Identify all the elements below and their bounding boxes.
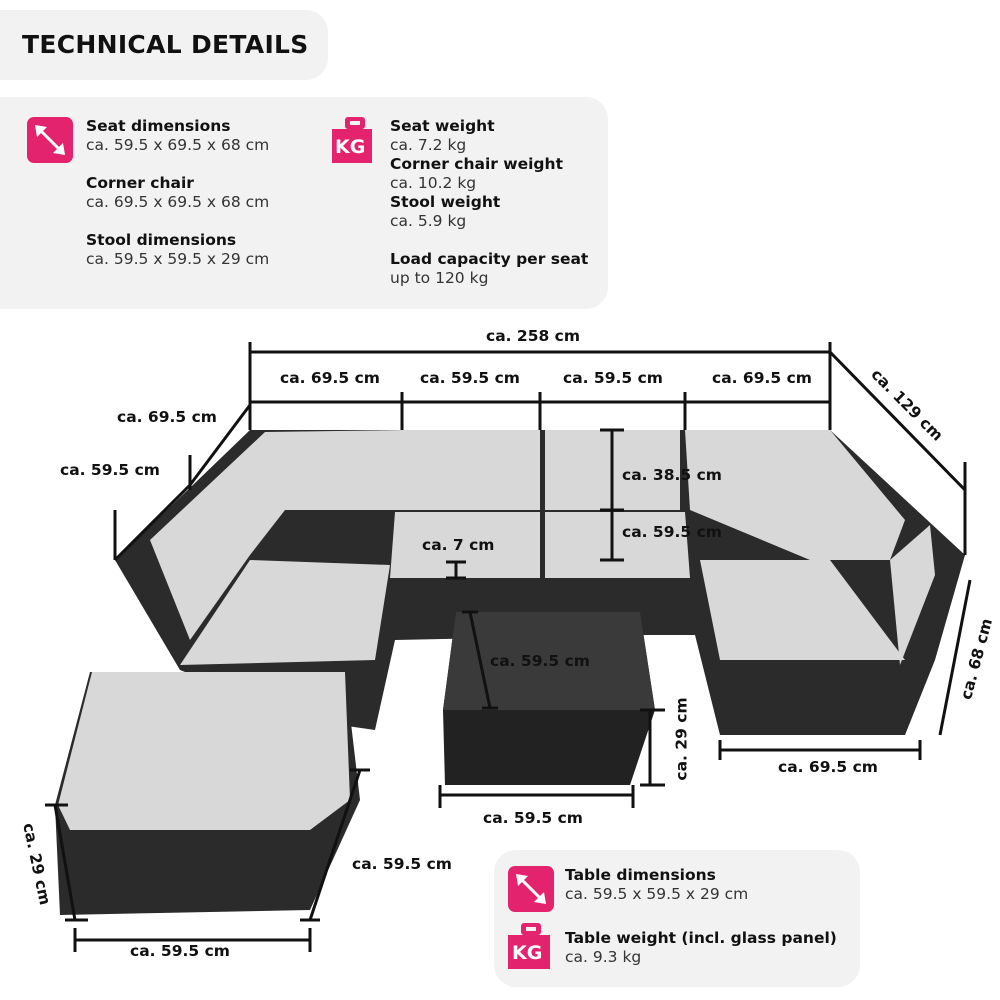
dim-seat-depth: ca. 59.5 cm: [622, 523, 722, 541]
page-title: TECHNICAL DETAILS: [22, 30, 309, 59]
spec-label: Stool weight: [390, 193, 501, 211]
spec-value: ca. 5.9 kg: [390, 212, 467, 230]
spec-label: Load capacity per seat: [390, 250, 589, 268]
spec-table-weight: Table weight (incl. glass panel)ca. 9.3 …: [565, 929, 837, 967]
spec-value: ca. 9.3 kg: [565, 948, 642, 966]
spec-label: Seat dimensions: [86, 117, 231, 135]
dimension-lines: [45, 342, 972, 952]
dim-left-depth-corner: ca. 69.5 cm: [117, 408, 217, 426]
dim-left-depth-seat: ca. 59.5 cm: [60, 461, 160, 479]
title-banner: TECHNICAL DETAILS: [0, 10, 328, 80]
dim-table-height: ca. 29 cm: [672, 697, 691, 781]
dim-segment-3: ca. 59.5 cm: [563, 369, 663, 387]
dim-stool-depth: ca. 59.5 cm: [352, 855, 452, 873]
dim-cushion-thickness: ca. 7 cm: [422, 536, 495, 554]
dim-table-width: ca. 59.5 cm: [483, 809, 583, 827]
dim-segment-1: ca. 69.5 cm: [280, 369, 380, 387]
specs-panel: [0, 97, 608, 309]
diagonal-arrows-icon: [508, 866, 554, 912]
table-specs-panel: [494, 850, 860, 987]
diagonal-arrows-icon: [27, 117, 73, 163]
dim-segment-2: ca. 59.5 cm: [420, 369, 520, 387]
dim-right-seat-width: ca. 69.5 cm: [778, 758, 878, 776]
spec-label: Table weight (incl. glass panel): [565, 929, 837, 947]
kg-text: KG: [335, 136, 366, 158]
spec-value: ca. 59.5 x 59.5 x 29 cm: [86, 250, 270, 268]
dim-stool-width: ca. 59.5 cm: [130, 942, 230, 960]
spec-value: up to 120 kg: [390, 269, 489, 287]
dim-table-glass: ca. 59.5 cm: [490, 652, 590, 670]
spec-value: ca. 7.2 kg: [390, 136, 467, 154]
spec-value: ca. 59.5 x 59.5 x 29 cm: [565, 885, 749, 903]
kg-text: KG: [512, 942, 543, 964]
stool: [55, 672, 360, 915]
spec-value: ca. 69.5 x 69.5 x 68 cm: [86, 193, 270, 211]
dim-total-width: ca. 258 cm: [486, 327, 581, 345]
spec-label: Stool dimensions: [86, 231, 237, 249]
spec-value: ca. 10.2 kg: [390, 174, 477, 192]
dim-backrest-height: ca. 38.5 cm: [622, 466, 722, 484]
spec-label: Table dimensions: [565, 866, 716, 884]
spec-value: ca. 59.5 x 69.5 x 68 cm: [86, 136, 270, 154]
spec-label: Seat weight: [390, 117, 495, 135]
coffee-table: [443, 612, 655, 785]
spec-label: Corner chair: [86, 174, 194, 192]
kg-weight-icon: KG: [508, 923, 554, 969]
spec-label: Corner chair weight: [390, 155, 563, 173]
kg-weight-icon: KG: [332, 117, 378, 163]
dim-segment-4: ca. 69.5 cm: [712, 369, 812, 387]
